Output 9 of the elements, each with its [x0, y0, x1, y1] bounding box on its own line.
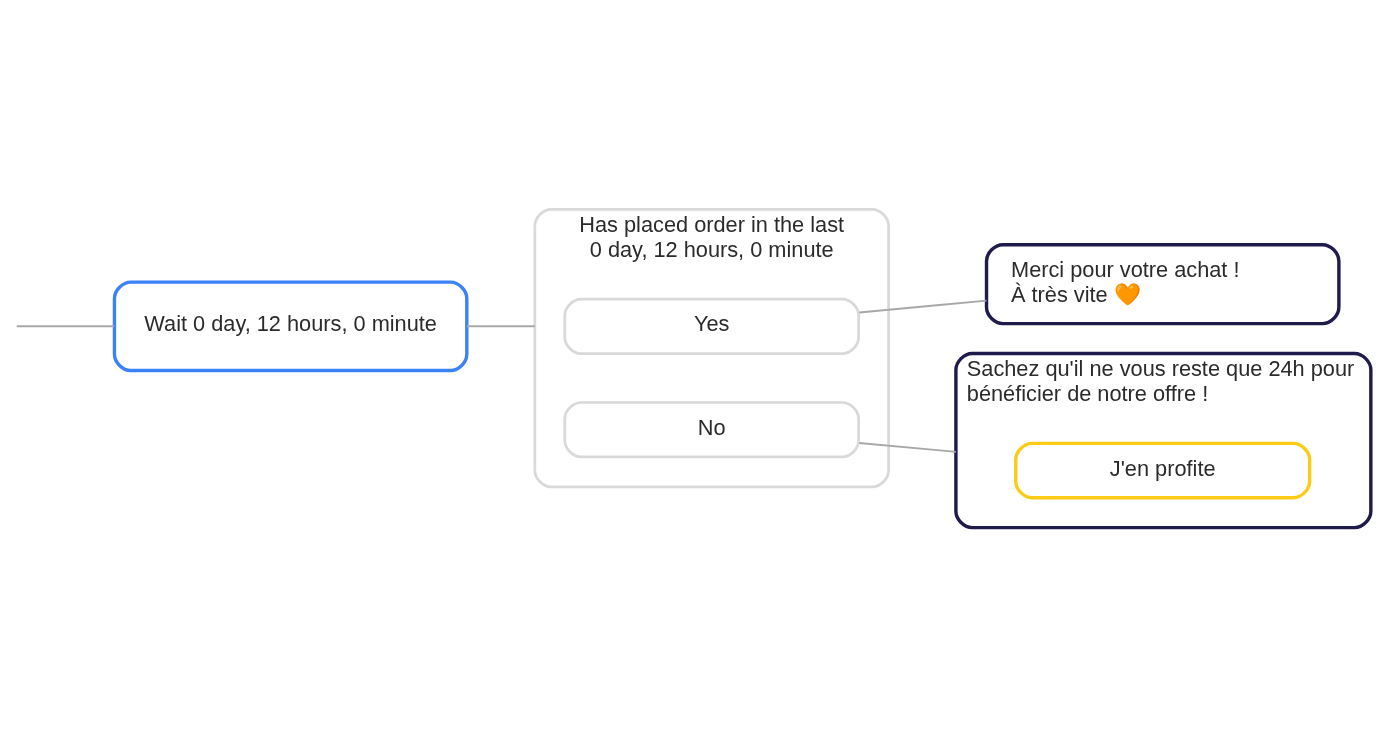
- node-box: Yes: [563, 297, 860, 355]
- connector: [466, 324, 536, 327]
- node-box: No: [563, 400, 860, 458]
- connector: [15, 324, 116, 327]
- node-box: Wait 0 day, 12 hours, 0 minute: [112, 279, 469, 372]
- node-box: J'en profite: [1014, 441, 1312, 499]
- connector: [858, 299, 988, 313]
- connector: [858, 441, 957, 453]
- node-box: Merci pour votre achat ! À très vite 🧡: [984, 242, 1341, 325]
